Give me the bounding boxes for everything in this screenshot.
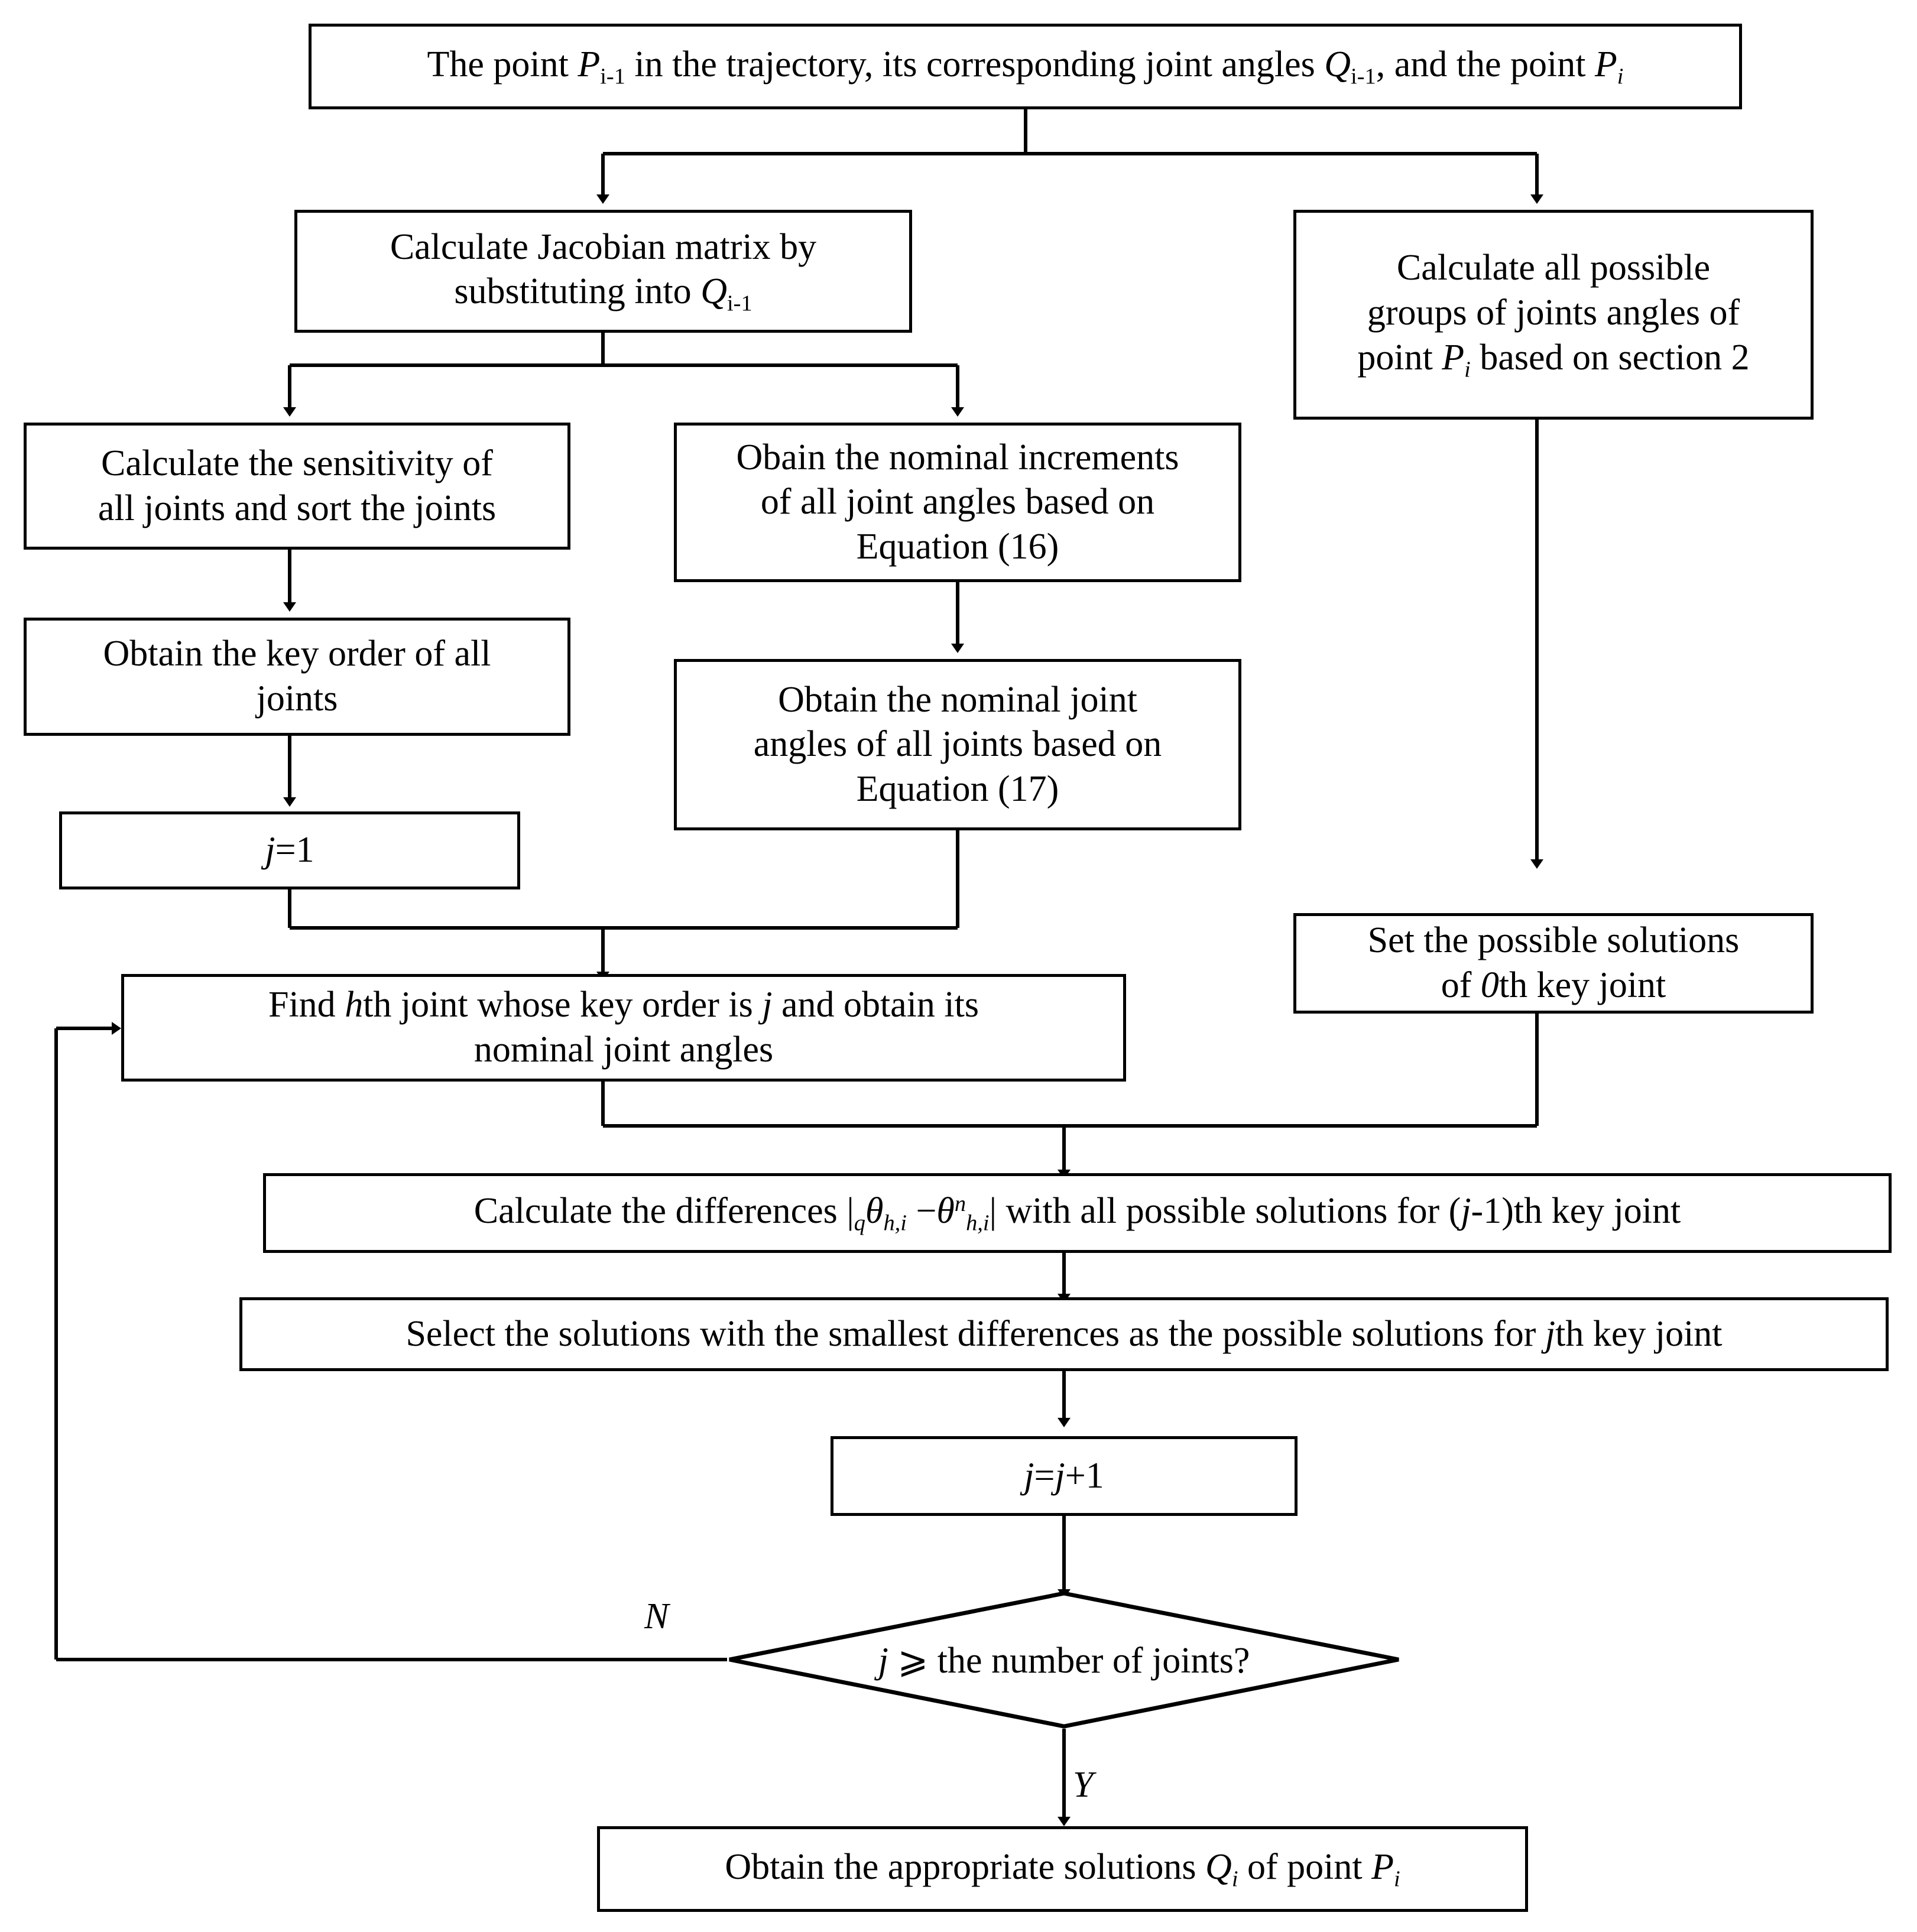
start-symbol-p2: P xyxy=(1594,44,1617,85)
find-hth-line-2: nominal joint angles xyxy=(473,1030,774,1070)
find-hth-symbol-h: h xyxy=(345,985,364,1025)
edge-label-no: N xyxy=(644,1596,669,1636)
start-symbol-q: Q xyxy=(1324,44,1351,85)
increment-equals: = xyxy=(1034,1455,1055,1496)
find-hth-line-1-pre: Find xyxy=(268,985,345,1025)
start-text-pre: The point xyxy=(427,44,578,85)
increment-symbol-j2: j xyxy=(1055,1455,1065,1496)
start-subscript-3: i xyxy=(1617,64,1624,89)
jacobian-symbol-q: Q xyxy=(700,271,727,312)
diff-symbol-j: j xyxy=(1461,1190,1471,1231)
increments-line-2: of all joint angles based on xyxy=(760,482,1155,522)
sensitivity-line-2: all joints and sort the joints xyxy=(98,488,497,528)
increments-line-1: Obain the nominal increments xyxy=(736,437,1179,478)
end-subscript-1: i xyxy=(1231,1866,1238,1892)
jacobian-subscript: i-1 xyxy=(726,291,752,316)
diff-subscript-1: h,i xyxy=(883,1210,907,1236)
j-init-rest: =1 xyxy=(275,830,314,871)
find-hth-symbol-j: j xyxy=(762,985,773,1025)
diff-text-post: -1)th key joint xyxy=(1471,1190,1681,1231)
node-sensitivity: Calculate the sensitivity of all joints … xyxy=(24,423,570,550)
find-hth-line-1-mid: th joint whose key order is xyxy=(363,985,763,1025)
node-start: The point Pi-1 in the trajectory, its co… xyxy=(309,24,1742,109)
nominal-angles-line-3: Equation (17) xyxy=(856,768,1059,809)
sensitivity-line-1: Calculate the sensitivity of xyxy=(101,443,493,483)
diff-subscript-2: h,i xyxy=(966,1210,990,1236)
decision-label: j ⩾ the number of joints? xyxy=(878,1638,1250,1682)
diff-superscript-n: n xyxy=(954,1191,966,1216)
groups-subscript: i xyxy=(1464,356,1471,382)
diff-theta-2: θ xyxy=(936,1190,955,1231)
node-all-possible-groups: Calculate all possible groups of joints … xyxy=(1293,210,1814,420)
groups-line-2: groups of joints angles of xyxy=(1367,292,1740,333)
end-symbol-p: P xyxy=(1371,1846,1394,1887)
start-subscript-2: i-1 xyxy=(1351,64,1376,89)
nominal-angles-line-1: Obtain the nominal joint xyxy=(778,679,1137,720)
nominal-angles-line-2: angles of all joints based on xyxy=(753,724,1162,765)
decision-rest: ⩾ the number of joints? xyxy=(888,1640,1250,1681)
groups-line-1: Calculate all possible xyxy=(1396,248,1711,288)
end-subscript-2: i xyxy=(1394,1866,1400,1892)
find-hth-line-1-post: and obtain its xyxy=(772,985,979,1025)
groups-line-3-post: based on section 2 xyxy=(1470,337,1750,378)
select-text-pre: Select the solutions with the smallest d… xyxy=(406,1313,1545,1354)
node-decision-joint-count: j ⩾ the number of joints? xyxy=(727,1591,1401,1729)
start-subscript-1: i-1 xyxy=(600,64,625,89)
node-key-order: Obtain the key order of all joints xyxy=(24,618,570,736)
key-order-line-2: joints xyxy=(256,678,338,719)
node-obtain-appropriate-solutions: Obtain the appropriate solutions Qi of p… xyxy=(597,1826,1528,1912)
end-text-mid: of point xyxy=(1238,1846,1372,1887)
set-zeroth-line-1: Set the possible solutions xyxy=(1367,920,1740,961)
diff-bar-close: | xyxy=(989,1190,997,1231)
edge-label-yes: Y xyxy=(1073,1765,1094,1805)
diff-text-mid: with all possible solutions for ( xyxy=(997,1190,1461,1231)
diff-presubscript-q: q xyxy=(854,1210,865,1236)
jacobian-line-1: Calculate Jacobian matrix by xyxy=(390,226,817,267)
increments-line-3: Equation (16) xyxy=(856,526,1059,567)
increment-rest: +1 xyxy=(1065,1455,1104,1496)
node-find-hth-joint: Find hth joint whose key order is j and … xyxy=(121,974,1126,1082)
select-text-post: th key joint xyxy=(1555,1313,1723,1354)
groups-line-3-pre: point xyxy=(1357,337,1442,378)
start-symbol-p: P xyxy=(578,44,601,85)
jacobian-line-2: substituting into xyxy=(454,271,701,312)
diff-text-pre: Calculate the differences xyxy=(473,1190,847,1231)
end-symbol-q: Q xyxy=(1205,1846,1232,1887)
set-zeroth-line-2-pre: of xyxy=(1441,965,1481,1005)
node-calculate-differences: Calculate the differences |qθh,i −θnh,i|… xyxy=(263,1173,1892,1253)
set-zeroth-symbol: 0 xyxy=(1480,965,1499,1005)
set-zeroth-line-2-post: th key joint xyxy=(1498,965,1666,1005)
node-select-solutions: Select the solutions with the smallest d… xyxy=(239,1297,1889,1371)
node-jacobian: Calculate Jacobian matrix by substitutin… xyxy=(294,210,912,333)
diff-minus: − xyxy=(906,1190,937,1231)
key-order-line-1: Obtain the key order of all xyxy=(103,634,491,674)
decision-shape xyxy=(729,1591,1399,1729)
diff-theta-1: θ xyxy=(865,1190,884,1231)
end-text-pre: Obtain the appropriate solutions xyxy=(725,1846,1206,1887)
increment-symbol-j1: j xyxy=(1024,1455,1034,1496)
diff-bar-open: | xyxy=(846,1190,854,1231)
node-nominal-joint-angles: Obtain the nominal joint angles of all j… xyxy=(674,659,1241,830)
decision-symbol-j: j xyxy=(878,1640,888,1681)
select-symbol-j: j xyxy=(1545,1313,1556,1354)
groups-symbol-p: P xyxy=(1442,337,1465,378)
start-text-post: , and the point xyxy=(1376,44,1595,85)
start-text-mid: in the trajectory, its corresponding joi… xyxy=(625,44,1325,85)
j-init-symbol: j xyxy=(265,830,275,871)
node-set-zeroth-key-joint: Set the possible solutions of 0th key jo… xyxy=(1293,913,1814,1014)
node-nominal-increments: Obain the nominal increments of all join… xyxy=(674,423,1241,582)
node-j-init: j=1 xyxy=(59,811,520,889)
node-j-increment: j=j+1 xyxy=(831,1436,1298,1516)
